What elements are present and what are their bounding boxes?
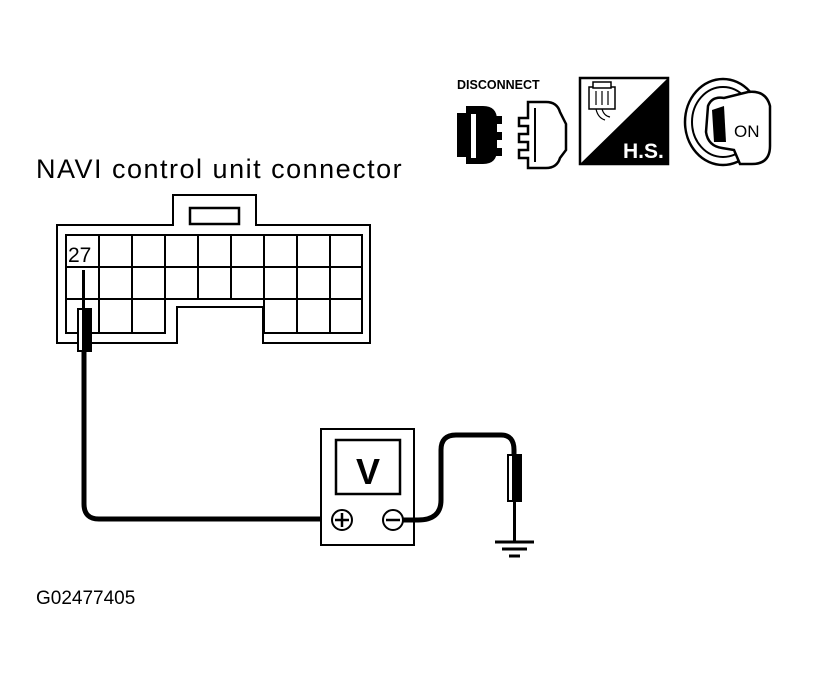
ground-symbol xyxy=(495,540,534,558)
figure-id: G02477405 xyxy=(36,588,135,609)
positive-probe xyxy=(77,270,92,352)
connector-title: NAVI control unit connector xyxy=(36,154,403,184)
negative-probe xyxy=(507,454,522,542)
disconnect-icon-label: DISCONNECT xyxy=(457,78,540,92)
navi-connector xyxy=(56,194,371,344)
disconnect-icon: DISCONNECT xyxy=(457,78,568,170)
ignition-icon-label: ON xyxy=(734,122,760,141)
voltmeter-display-label: V xyxy=(356,451,380,492)
positive-lead-wire xyxy=(81,352,333,522)
terminal-number-label: 27 xyxy=(68,244,91,267)
ignition-on-icon: ON xyxy=(683,77,772,167)
voltmeter: V xyxy=(320,428,415,546)
harness-check-icon: H.S. xyxy=(578,76,670,166)
harness-icon-label: H.S. xyxy=(623,140,664,163)
negative-lead-wire xyxy=(403,432,517,523)
